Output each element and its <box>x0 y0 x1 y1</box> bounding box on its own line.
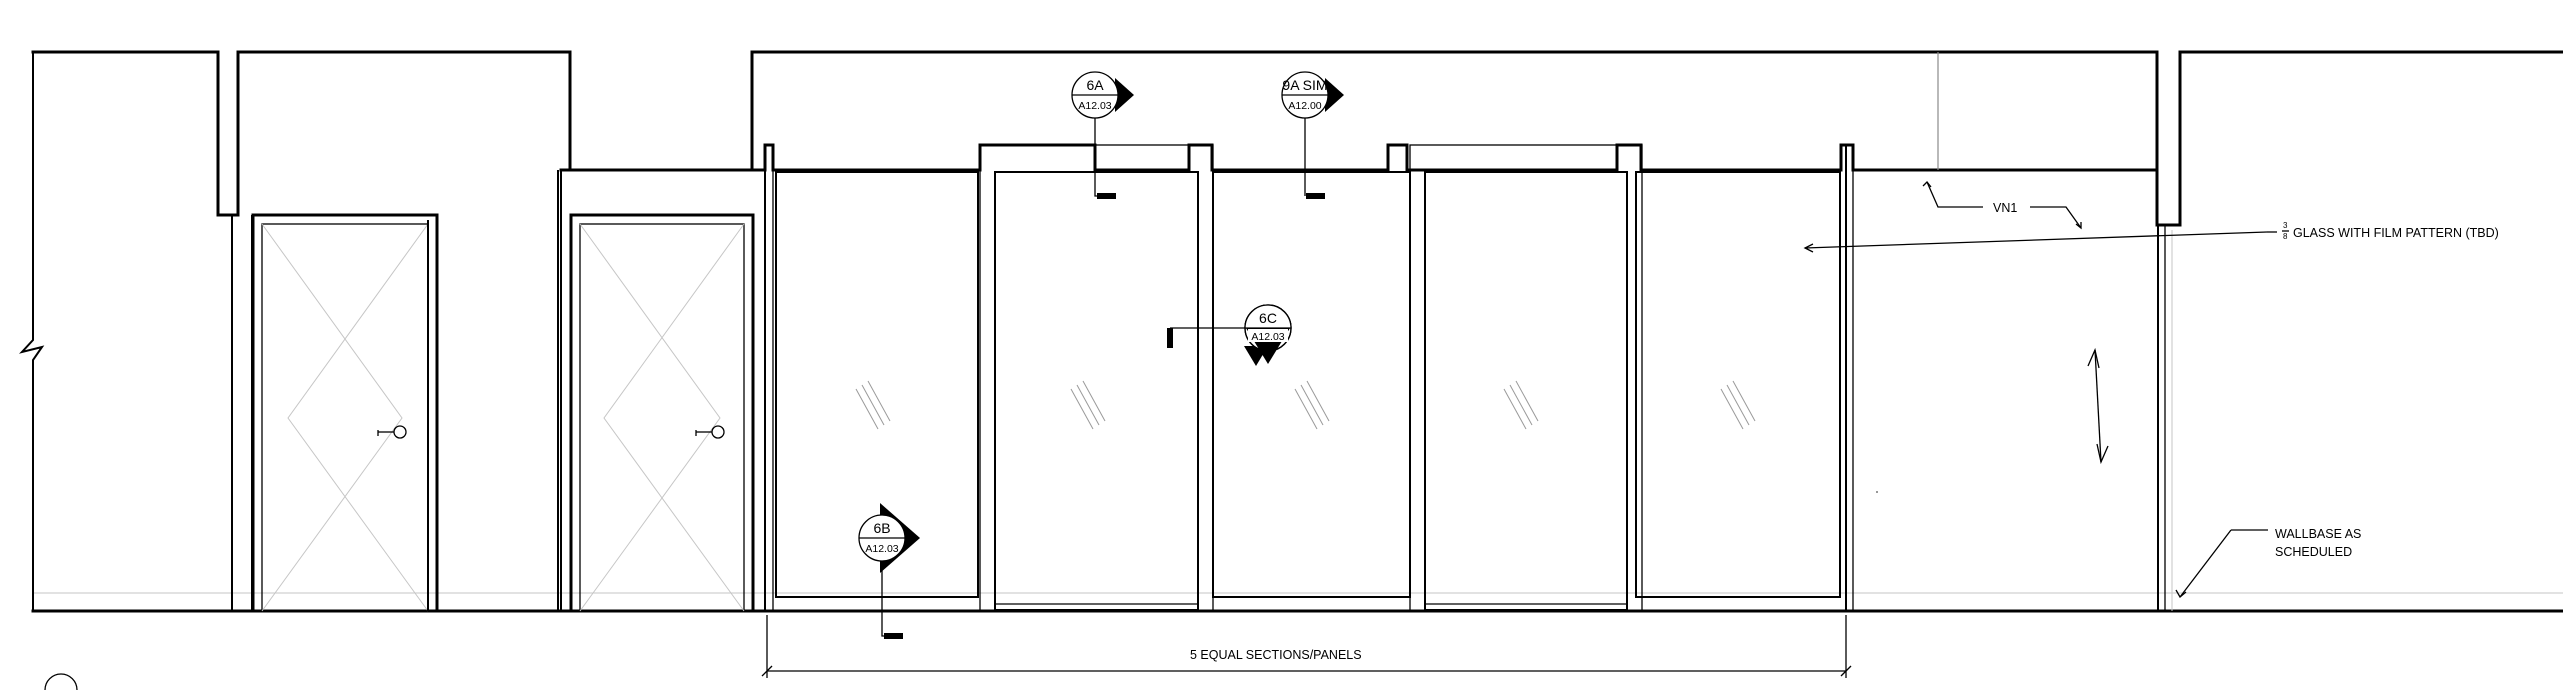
wallbase-note-line2: SCHEDULED <box>2275 545 2352 559</box>
glass-fraction-numerator: 3 <box>2283 221 2288 230</box>
section-marker-6a: 6A A12.03 <box>1071 71 1134 199</box>
vertical-arrow-symbol <box>2087 347 2109 465</box>
section-marker-6a-label: 6A <box>1086 77 1104 93</box>
section-marker-6c-sheet: A12.03 <box>1251 331 1284 343</box>
dimension-line: 5 EQUAL SECTIONS/PANELS <box>761 615 1852 678</box>
dimension-label: 5 EQUAL SECTIONS/PANELS <box>1190 648 1362 662</box>
door-2 <box>569 213 755 613</box>
glass-note-label: GLASS WITH FILM PATTERN (TBD) <box>2293 226 2499 240</box>
wallbase-note-line1: WALLBASE AS <box>2275 527 2361 541</box>
section-marker-6a-sheet: A12.03 <box>1078 100 1111 112</box>
break-line-symbol <box>19 52 45 611</box>
door-1-handle <box>377 425 407 439</box>
vn1-tag: VN1 <box>1922 181 2082 230</box>
door-1 <box>231 170 562 613</box>
glass-fraction-denominator: 8 <box>2283 232 2288 241</box>
door-2-handle <box>695 425 725 439</box>
section-marker-6c-label: 6C <box>1259 310 1277 326</box>
storefront-frame <box>764 144 2173 612</box>
section-marker-9a-sim: 9A SIM A12.00 <box>1281 71 1344 199</box>
section-marker-9a-sim-label: 9A SIM <box>1282 77 1327 93</box>
floor-line <box>31 592 2563 613</box>
vn1-label: VN1 <box>1993 201 2017 215</box>
section-marker-6b-label: 6B <box>873 520 890 536</box>
section-marker-6b-sheet: A12.03 <box>865 543 898 555</box>
wallbase-note: WALLBASE AS SCHEDULED <box>2175 527 2361 598</box>
section-marker-6b: 6B A12.03 <box>858 503 920 639</box>
section-marker-9a-sim-sheet: A12.00 <box>1288 100 1321 112</box>
glass-note: 3 8 GLASS WITH FILM PATTERN (TBD) <box>1803 221 2499 253</box>
glass-hatch-marks <box>855 380 1878 493</box>
section-marker-6c: 6C A12.03 <box>1167 304 1292 366</box>
drawing-title-symbol <box>44 673 78 690</box>
